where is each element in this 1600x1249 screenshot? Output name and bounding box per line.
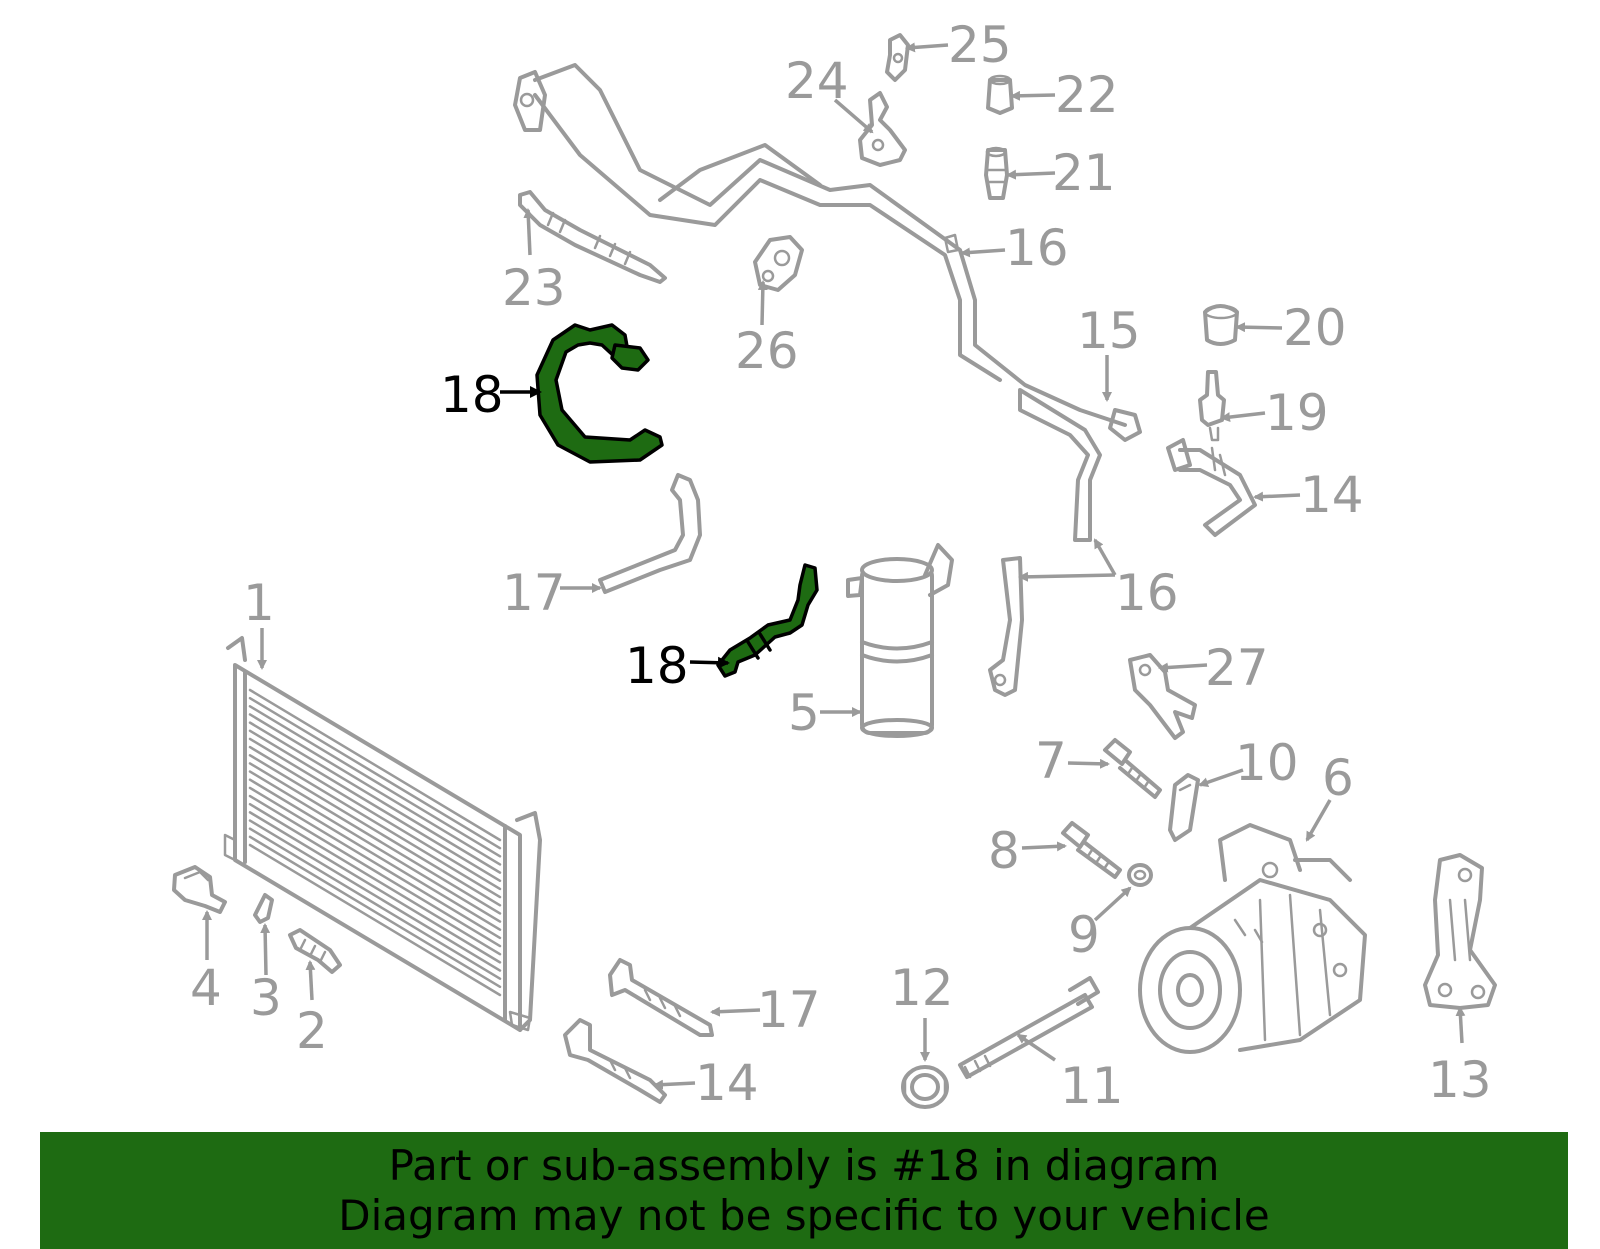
hose-part-17-upper [598, 473, 702, 594]
condenser-fin [248, 688, 502, 842]
pipe-part-14-lower [563, 1018, 667, 1104]
callout-18-upper: 18 [440, 366, 504, 424]
callout-12: 12 [890, 959, 954, 1017]
valve-part-19 [1198, 370, 1226, 442]
callout-8: 8 [988, 822, 1020, 880]
clip-part-25 [885, 33, 910, 82]
callout-20: 20 [1283, 299, 1347, 357]
orifice-part-3 [253, 893, 274, 924]
callout-13: 13 [1428, 1051, 1492, 1109]
callout-14-upper: 14 [1300, 466, 1364, 524]
cap-part-20 [1203, 304, 1239, 346]
condenser-fin [248, 835, 502, 989]
callout-24: 24 [785, 52, 849, 110]
leader-lines [202, 42, 1466, 1090]
callout-27: 27 [1205, 639, 1269, 697]
condenser-fin [248, 696, 502, 850]
bolt-part-8 [1061, 821, 1122, 879]
condenser-fin [248, 819, 502, 972]
sensor-part-2 [288, 928, 342, 974]
callout-14-lower: 14 [695, 1054, 759, 1112]
cap-part-22 [986, 74, 1014, 115]
condenser-fin [248, 754, 502, 907]
callout-17-lower: 17 [757, 981, 821, 1039]
callout-19: 19 [1265, 384, 1329, 442]
info-banner: Part or sub-assembly is #18 in diagram D… [40, 1132, 1568, 1249]
seal-part-12 [901, 1065, 949, 1109]
hose-part-14-upper [1166, 438, 1257, 537]
callout-16-lower: 16 [1115, 564, 1179, 622]
tube-part-23 [518, 190, 667, 284]
condenser-fin [248, 786, 502, 940]
bracket-part-10 [1168, 773, 1200, 842]
callout-labels: 1 2 3 4 5 6 7 8 9 10 11 12 13 14 14 15 1… [190, 16, 1492, 1115]
callout-1: 1 [243, 574, 275, 632]
washer-part-9 [1127, 863, 1153, 887]
clip-part-24 [858, 91, 907, 167]
condenser-fin [248, 721, 502, 874]
compressor-part-6 [1138, 823, 1367, 1054]
callout-17-upper: 17 [502, 564, 566, 622]
condenser-fin [248, 705, 502, 858]
callout-3: 3 [250, 969, 282, 1027]
callout-10: 10 [1235, 734, 1299, 792]
condenser-fin [248, 843, 502, 997]
banner-line-2: Diagram may not be specific to your vehi… [338, 1190, 1270, 1240]
hose-part-18-upper-highlighted [535, 323, 664, 464]
callout-21: 21 [1052, 144, 1116, 202]
tube-part-16-lower [988, 556, 1024, 697]
condenser-fin [248, 811, 502, 964]
callout-4: 4 [190, 959, 222, 1017]
callout-11: 11 [1060, 1057, 1124, 1115]
pipe-part-18-lower-highlighted [716, 563, 819, 678]
callout-15: 15 [1077, 302, 1141, 360]
banner-line-1: Part or sub-assembly is #18 in diagram [388, 1140, 1220, 1190]
bolt-part-7 [1103, 738, 1162, 799]
condenser-fin [248, 827, 502, 980]
callout-2: 2 [296, 1002, 328, 1060]
condenser-fin [248, 729, 502, 883]
callout-26: 26 [735, 322, 799, 380]
condenser-fin [248, 802, 502, 956]
callout-22: 22 [1055, 66, 1119, 124]
condenser-fin [248, 762, 502, 915]
hose-part-17-lower [608, 958, 714, 1037]
switch-part-4 [172, 865, 227, 914]
condenser-fin [248, 794, 502, 948]
callout-7: 7 [1035, 732, 1067, 790]
callout-5: 5 [788, 684, 820, 742]
callout-9: 9 [1068, 906, 1100, 964]
condenser-fin [248, 737, 502, 891]
refrigerant-line-part-16-upper [513, 63, 1142, 542]
receiver-drier-part-5 [846, 543, 954, 738]
condenser-fin [248, 770, 502, 923]
callout-16-upper: 16 [1005, 219, 1069, 277]
condenser-fin [248, 778, 502, 931]
mount-bracket-part-13 [1423, 853, 1497, 1010]
callout-25: 25 [948, 16, 1012, 74]
valve-core-part-21 [984, 146, 1009, 200]
condenser-fin [248, 745, 502, 899]
shaft-part-11 [958, 976, 1100, 1079]
callout-6: 6 [1322, 749, 1354, 807]
condenser-part-1 [223, 636, 542, 1032]
condenser-fin [248, 713, 502, 866]
callout-23: 23 [502, 259, 566, 317]
callout-18-lower: 18 [625, 637, 689, 695]
